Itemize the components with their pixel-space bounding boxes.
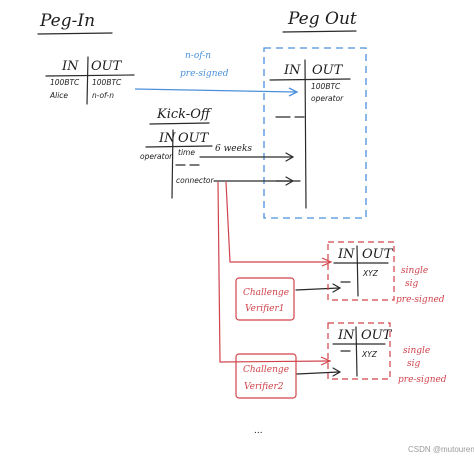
presigned-arrow-head <box>288 87 299 97</box>
challenge-verifier-1-box <box>235 277 295 321</box>
challenge-2-note-line2: sig <box>407 359 420 369</box>
red-branch-to-challenge-1 <box>225 181 330 263</box>
challenge-1-in-header: IN <box>337 247 355 262</box>
challenge-verifier-2-line1: Challenge <box>243 365 289 375</box>
peg-out-header-line <box>269 78 351 81</box>
kick-off-header-line <box>145 145 213 148</box>
peg-in-in-owner: Alice <box>49 91 68 100</box>
peg-in-in-value: 100BTC <box>50 78 80 87</box>
challenge-verifier-2-line2: Verifier2 <box>244 382 284 392</box>
presigned-arrow-line <box>134 88 297 93</box>
kick-off-in-header: IN <box>158 131 176 146</box>
challenge-2-note-line1: single <box>403 346 430 356</box>
challenge-1-divider <box>356 245 359 297</box>
presign-note-line1: n-of-n <box>185 51 211 61</box>
challenge-2-dashed-box <box>327 322 391 380</box>
challenge-1-group: Challenge Verifier1 IN OUT XYZ single si… <box>235 241 445 321</box>
kick-off-title: Kick-Off <box>156 107 213 122</box>
challenge-1-input-arrowhead <box>332 283 342 293</box>
challenge-verifier-1-line2: Verifier1 <box>245 304 285 314</box>
peg-in-title-underline <box>37 32 113 35</box>
continuation-ellipsis: ... <box>254 426 263 436</box>
challenge-2-in-header: IN <box>337 328 355 343</box>
kick-off-out-connector: connector <box>176 176 214 185</box>
red-arrowhead-2 <box>320 356 332 366</box>
challenge-1-note-line2: sig <box>405 279 418 289</box>
peg-out-transaction: Peg Out IN OUT 100BTC operator <box>263 9 367 219</box>
kick-off-in-owner: operator <box>140 152 173 161</box>
challenge-2-out-value: XYZ <box>361 350 378 359</box>
peg-in-out-value: 100BTC <box>92 78 122 87</box>
peg-out-title-underline <box>282 30 357 33</box>
kick-off-connector-arrowhead <box>285 176 295 186</box>
challenge-verifier-1-line1: Challenge <box>243 288 289 298</box>
peg-out-in-header: IN <box>283 63 301 78</box>
kick-off-transaction: Kick-Off IN OUT operator time connector … <box>140 107 295 199</box>
challenge-2-input-arrow <box>296 371 340 375</box>
kick-off-time-arrowhead <box>285 152 295 162</box>
peg-out-out-owner: operator <box>311 94 344 103</box>
challenge-1-out-header: OUT <box>362 247 394 262</box>
challenge-2-group: Challenge Verifier2 IN OUT XYZ single si… <box>235 322 447 399</box>
red-branch-to-challenge-2 <box>217 181 330 363</box>
kick-off-divider <box>171 129 174 199</box>
challenge-1-dashed-box <box>327 241 395 301</box>
peg-in-transaction: Peg-In IN OUT 100BTC Alice 100BTC n-of-n <box>37 11 135 105</box>
challenge-2-divider <box>355 326 358 377</box>
presign-note-line2: pre-signed <box>180 69 229 79</box>
kick-off-title-underline <box>149 122 210 125</box>
peg-in-in-header: IN <box>61 59 79 74</box>
connector-red-branches <box>217 181 333 366</box>
challenge-2-note-line3: pre-signed <box>398 375 447 385</box>
kick-off-out-time: time <box>178 148 195 157</box>
challenge-2-out-header: OUT <box>361 328 393 343</box>
challenge-1-out-value: XYZ <box>362 269 379 278</box>
peg-in-out-header: OUT <box>91 59 123 74</box>
peg-out-dashed-box <box>263 47 367 219</box>
red-arrowhead-1 <box>321 257 333 267</box>
peg-out-out-header: OUT <box>312 63 344 78</box>
peg-out-divider <box>304 59 307 209</box>
challenge-1-note-line1: single <box>401 266 428 276</box>
peg-out-out-value: 100BTC <box>311 82 341 91</box>
peg-in-out-condition: n-of-n <box>92 91 114 100</box>
watermark: CSDN @mutourend <box>408 445 474 454</box>
peg-out-title: Peg Out <box>287 9 357 29</box>
challenge-1-note-line3: pre-signed <box>396 295 445 305</box>
challenge-2-input-arrowhead <box>332 367 342 377</box>
challenge-1-input-arrow <box>295 287 340 291</box>
challenge-verifier-2-box <box>235 353 297 399</box>
peg-in-divider <box>86 56 89 105</box>
kick-off-time-note: 6 weeks <box>215 144 252 154</box>
peg-in-title: Peg-In <box>39 11 95 31</box>
peg-in-to-peg-out-arrow: n-of-n pre-signed <box>134 51 299 97</box>
peg-in-header-line <box>45 74 135 77</box>
kick-off-out-header: OUT <box>178 131 210 146</box>
